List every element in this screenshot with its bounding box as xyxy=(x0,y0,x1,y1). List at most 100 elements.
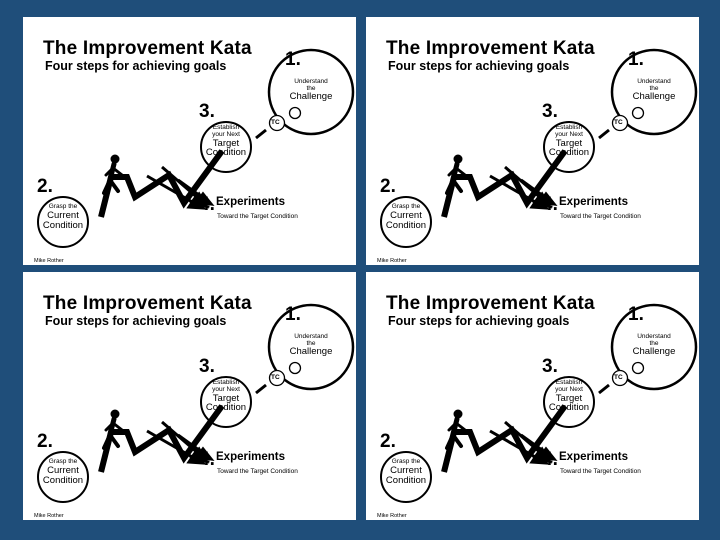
step-3-number: 3. xyxy=(542,101,558,122)
step-1-challenge: Challenge xyxy=(632,91,676,102)
step-3-small2: your Next xyxy=(555,131,583,138)
step-2-line2: Condition xyxy=(385,475,427,486)
step-3-small1: Establish xyxy=(555,124,583,131)
slide-subtitle: Four steps for achieving goals xyxy=(45,59,227,73)
step-3-line2: Condition xyxy=(548,402,590,413)
step-4-experiments: Experiments xyxy=(216,451,286,463)
step-4-small: Toward the Target Condition xyxy=(217,468,298,475)
step-1-challenge: Challenge xyxy=(289,346,333,357)
step-1-line2: the xyxy=(306,85,316,92)
current-condition-circle xyxy=(37,196,89,248)
step-3-number: 3. xyxy=(199,356,215,377)
credit: Mike Rother xyxy=(377,258,407,264)
connector-line xyxy=(255,128,267,140)
slide-subtitle: Four steps for achieving goals xyxy=(388,59,570,73)
step-2-line1: Current xyxy=(390,465,422,476)
step-2-small: Grasp the xyxy=(48,458,78,465)
slide-subtitle: Four steps for achieving goals xyxy=(388,314,570,328)
tc-label: TC xyxy=(614,119,623,126)
arrow-icon xyxy=(146,165,215,210)
slide-title: The Improvement Kata xyxy=(386,293,595,314)
step-1-number: 1. xyxy=(285,49,301,70)
step-2-number: 2. xyxy=(37,176,53,197)
step-4-number: 4. xyxy=(199,449,215,470)
step-3-small2: your Next xyxy=(212,386,240,393)
step-4-small: Toward the Target Condition xyxy=(217,213,298,220)
step-4-number: 4. xyxy=(542,449,558,470)
kata-diagram-graphic xyxy=(380,303,698,503)
step-1-line2: the xyxy=(649,340,659,347)
target-condition-circle xyxy=(200,121,252,173)
step-4-number: 4. xyxy=(199,194,215,215)
step-4-small: Toward the Target Condition xyxy=(560,213,641,220)
step-3-small2: your Next xyxy=(555,386,583,393)
step-2-line1: Current xyxy=(47,210,79,221)
step-3-small1: Establish xyxy=(212,379,240,386)
step-1-line2: the xyxy=(649,85,659,92)
step-3-line2: Condition xyxy=(205,147,247,158)
step-1-line1: Understand xyxy=(294,78,328,85)
step-1-line1: Understand xyxy=(637,78,671,85)
step-3-small1: Establish xyxy=(212,124,240,131)
credit: Mike Rother xyxy=(34,513,64,519)
step-3-line1: Target xyxy=(212,138,240,149)
step-4-experiments: Experiments xyxy=(216,196,286,208)
step-3-number: 3. xyxy=(199,101,215,122)
arrow-icon xyxy=(489,165,558,210)
step-3-small1: Establish xyxy=(555,379,583,386)
challenge-circle xyxy=(267,48,355,136)
person-climbing-icon xyxy=(102,409,124,450)
step-1-number: 1. xyxy=(628,49,644,70)
arrow-icon xyxy=(489,420,558,465)
kata-slide-3: The Improvement Kata Four steps for achi… xyxy=(23,272,356,520)
slide-title: The Improvement Kata xyxy=(43,38,252,59)
step-2-number: 2. xyxy=(380,176,396,197)
slide-subtitle: Four steps for achieving goals xyxy=(45,314,227,328)
tc-label: TC xyxy=(271,119,280,126)
step-3-line2: Condition xyxy=(205,402,247,413)
step-1-challenge: Challenge xyxy=(632,346,676,357)
step-3-line1: Target xyxy=(212,393,240,404)
step-3-line1: Target xyxy=(555,138,583,149)
kata-slide-2: The Improvement Kata Four steps for achi… xyxy=(366,17,699,265)
kata-diagram-graphic xyxy=(380,48,698,248)
kata-slide-4: The Improvement Kata Four steps for achi… xyxy=(366,272,699,520)
step-2-line2: Condition xyxy=(42,475,84,486)
step-1-number: 1. xyxy=(628,304,644,325)
step-4-number: 4. xyxy=(542,194,558,215)
step-2-line1: Current xyxy=(390,210,422,221)
kata-diagram-graphic xyxy=(37,48,355,248)
step-4-experiments: Experiments xyxy=(559,196,629,208)
tc-small-circle-1 xyxy=(268,114,286,132)
step-1-line1: Understand xyxy=(637,333,671,340)
person-climbing-icon xyxy=(102,154,124,195)
step-2-number: 2. xyxy=(37,431,53,452)
step-2-line2: Condition xyxy=(385,220,427,231)
slide-title: The Improvement Kata xyxy=(43,293,252,314)
credit: Mike Rother xyxy=(377,513,407,519)
tc-small-circle-2 xyxy=(288,106,302,120)
step-1-line2: the xyxy=(306,340,316,347)
slide-title: The Improvement Kata xyxy=(386,38,595,59)
step-1-challenge: Challenge xyxy=(289,91,333,102)
kata-slide-1: The Improvement Kata Four steps for achi… xyxy=(23,17,356,265)
step-1-line1: Understand xyxy=(294,333,328,340)
person-climbing-icon xyxy=(445,154,467,195)
step-2-line2: Condition xyxy=(42,220,84,231)
step-2-small: Grasp the xyxy=(48,203,78,210)
step-2-small: Grasp the xyxy=(391,458,421,465)
person-climbing-icon xyxy=(445,409,467,450)
credit: Mike Rother xyxy=(34,258,64,264)
step-2-small: Grasp the xyxy=(391,203,421,210)
tc-label: TC xyxy=(614,374,623,381)
step-3-line2: Condition xyxy=(548,147,590,158)
step-2-number: 2. xyxy=(380,431,396,452)
step-1-number: 1. xyxy=(285,304,301,325)
tc-label: TC xyxy=(271,374,280,381)
kata-diagram-graphic xyxy=(37,303,355,503)
step-4-experiments: Experiments xyxy=(559,451,629,463)
step-3-small2: your Next xyxy=(212,131,240,138)
step-2-line1: Current xyxy=(47,465,79,476)
step-4-small: Toward the Target Condition xyxy=(560,468,641,475)
step-3-number: 3. xyxy=(542,356,558,377)
